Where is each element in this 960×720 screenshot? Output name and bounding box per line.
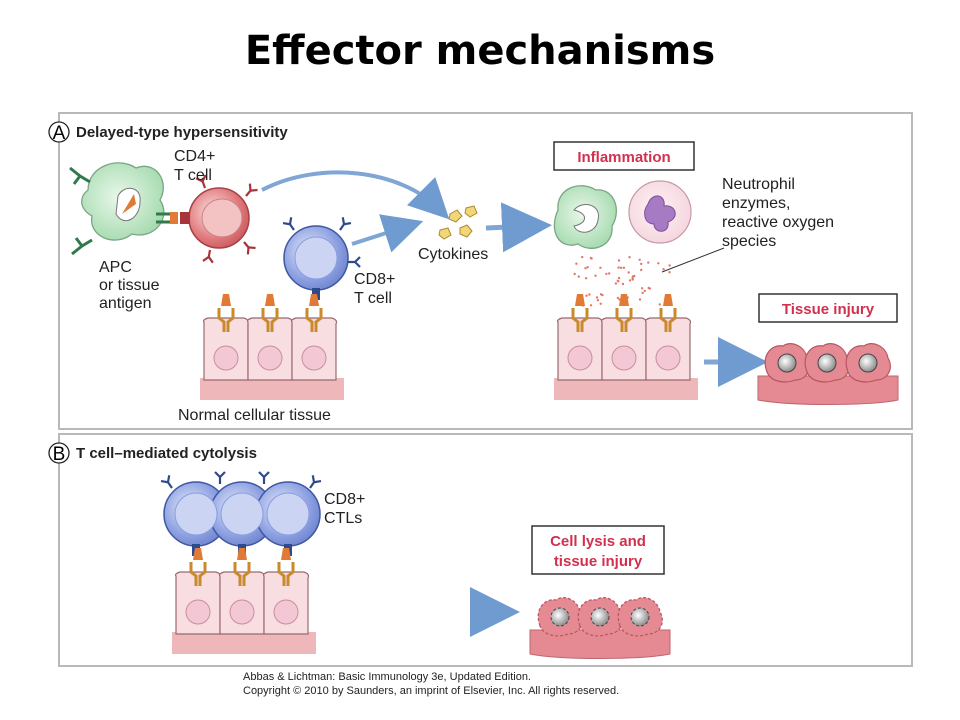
neutrophil-label-3: reactive oxygen	[722, 214, 834, 231]
enzyme-dot	[585, 294, 588, 297]
enzyme-dot	[573, 272, 576, 276]
normal-tissue-label: Normal cellular tissue	[178, 407, 331, 424]
neutrophil-label-1: Neutrophil	[722, 176, 795, 193]
enzyme-dot	[619, 266, 623, 269]
cd8-t-cell	[281, 216, 362, 300]
panel-b-letter: B	[53, 444, 66, 465]
enzyme-dot	[599, 302, 602, 305]
lysis-label-1: Cell lysis and	[550, 533, 646, 550]
cd8-label-1: CD8+	[354, 271, 395, 288]
enzyme-dot	[647, 286, 650, 290]
enzyme-dot	[616, 279, 619, 282]
cd8-label-2: T cell	[354, 290, 392, 307]
panel-a-marker	[48, 121, 70, 143]
apc-label-3: antigen	[99, 295, 152, 312]
neutrophil-cell	[628, 180, 692, 244]
enzyme-dots	[573, 255, 671, 307]
arrow-cd4-cytokines	[261, 170, 450, 220]
inflamed-tissue	[554, 292, 698, 400]
enzyme-dot	[617, 259, 621, 262]
enzyme-dot	[605, 272, 608, 276]
neutrophil-leader-line	[661, 247, 725, 273]
enzyme-dot	[658, 303, 661, 306]
enzyme-dot	[640, 262, 643, 266]
enzyme-dot	[584, 277, 588, 280]
panel-b-title: T cell–mediated cytolysis	[76, 445, 257, 462]
apc-label-1: APC	[99, 259, 132, 276]
apc-cell	[69, 162, 178, 256]
inflammation-box	[553, 141, 695, 171]
macrophage-cell	[553, 185, 617, 249]
enzyme-dot	[616, 296, 620, 300]
enzyme-dot	[647, 261, 650, 264]
cd4-label-1: CD4+	[174, 148, 215, 165]
enzyme-dot	[617, 276, 621, 280]
enzyme-dot	[668, 271, 671, 274]
enzyme-dot	[589, 256, 593, 260]
enzyme-dot	[640, 287, 644, 290]
enzyme-dot	[599, 266, 602, 269]
cytokines-icon	[438, 205, 478, 240]
lysis-label-2: tissue injury	[554, 553, 643, 570]
panel-b-marker	[48, 442, 70, 464]
enzyme-dot	[638, 258, 641, 261]
tissue-injury-label: Tissue injury	[782, 301, 875, 318]
ctl-label-1: CD8+	[324, 491, 365, 508]
enzyme-dot	[622, 266, 626, 269]
enzyme-dot	[575, 262, 578, 265]
neutrophil-label-4: species	[722, 233, 776, 250]
enzyme-dot	[584, 267, 587, 270]
enzyme-dot	[640, 268, 643, 272]
enzyme-dot	[662, 268, 665, 271]
cell-lysis-box	[531, 525, 665, 575]
cytokines-label: Cytokines	[418, 246, 488, 263]
enzyme-dot	[638, 298, 642, 301]
enzyme-dot	[586, 266, 589, 269]
enzyme-dot	[589, 304, 593, 307]
arrow-cd8-cytokines	[351, 214, 424, 253]
enzyme-dot	[643, 289, 646, 293]
enzyme-dot	[608, 272, 611, 275]
enzyme-dot	[614, 282, 618, 285]
enzyme-dot	[617, 266, 620, 269]
enzyme-dot	[595, 296, 599, 299]
enzyme-dot	[621, 282, 625, 286]
enzyme-dot	[588, 293, 591, 296]
enzyme-dot	[577, 275, 580, 278]
apc-label-2: or tissue	[99, 277, 160, 294]
ctl-label-2: CTLs	[324, 510, 362, 527]
neutrophil-label-2: enzymes,	[722, 195, 790, 212]
arrow-cytokines-inflammation	[485, 202, 552, 253]
tissue-injury-box	[758, 293, 898, 323]
panel-a-title: Delayed-type hypersensitivity	[76, 124, 288, 141]
normal-tissue	[200, 292, 344, 400]
enzyme-dot	[628, 256, 631, 259]
panel-a-letter: A	[53, 123, 66, 144]
enzyme-dot	[668, 264, 671, 267]
enzyme-dot	[633, 274, 636, 278]
enzyme-dot	[581, 255, 584, 259]
target-tissue-b	[172, 546, 316, 654]
enzyme-dot	[641, 291, 644, 295]
damaged-tissue-a	[757, 343, 899, 405]
enzyme-dot	[631, 278, 634, 281]
enzyme-dot	[599, 293, 603, 296]
page-title: Effector mechanisms	[244, 28, 716, 74]
cd4-t-cell	[180, 173, 259, 264]
credit-line-2: Copyright © 2010 by Saunders, an imprint…	[243, 685, 619, 697]
enzyme-dot	[657, 262, 660, 265]
cd4-label-2: T cell	[174, 167, 212, 184]
enzyme-dot	[627, 271, 630, 274]
credit-line-1: Abbas & Lichtman: Basic Immunology 3e, U…	[243, 671, 531, 683]
damaged-tissue-b	[529, 597, 671, 659]
enzyme-dot	[596, 299, 600, 302]
ctl-cells	[159, 470, 323, 556]
enzyme-dot	[594, 274, 597, 277]
inflammation-label: Inflammation	[577, 149, 670, 166]
enzyme-dot	[628, 279, 632, 282]
